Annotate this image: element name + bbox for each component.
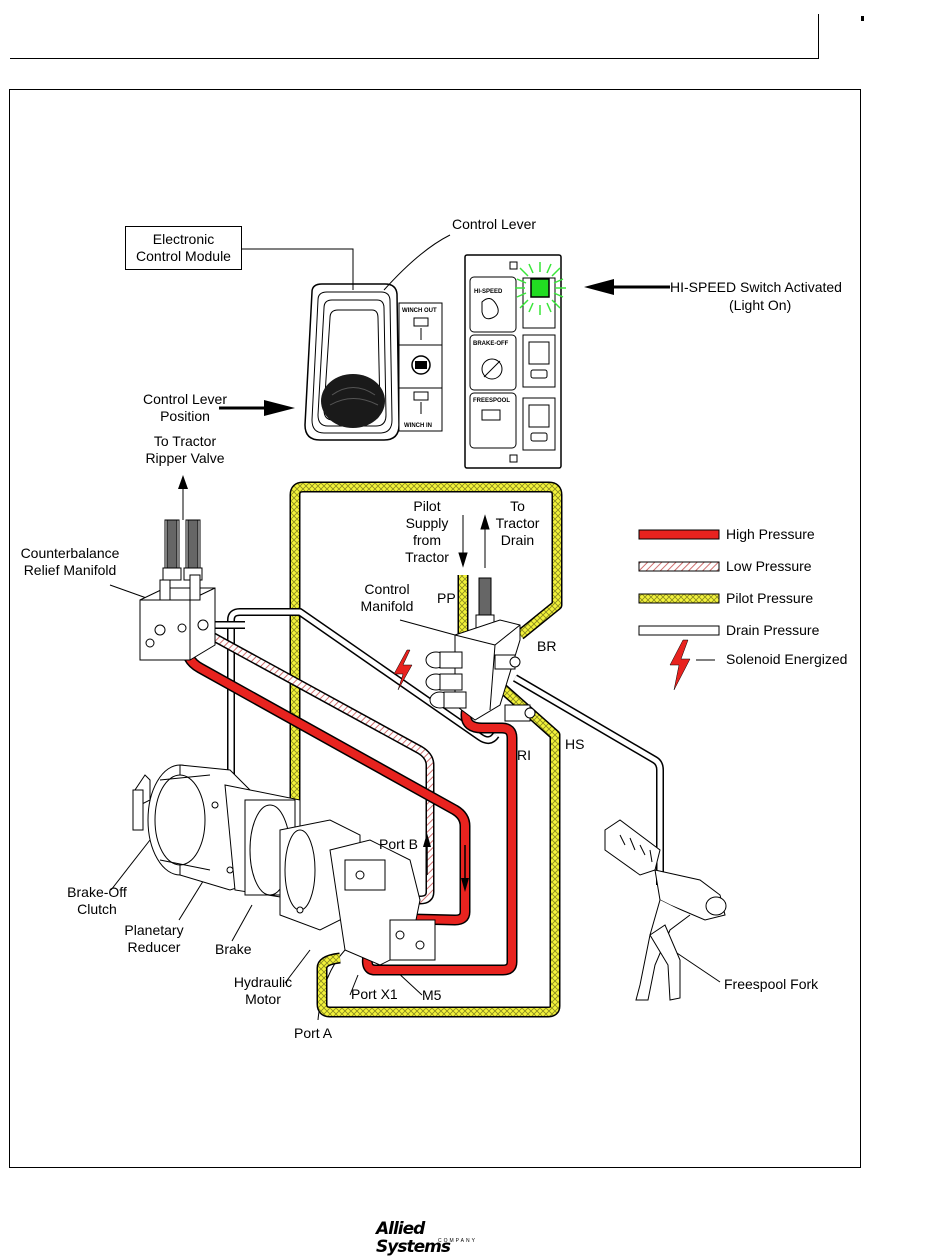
br-label: BR bbox=[537, 638, 557, 654]
lever-position-line1: Control Lever bbox=[142, 391, 228, 407]
ri-label: RI bbox=[517, 747, 531, 763]
port-x1-label: Port X1 bbox=[351, 986, 398, 1002]
pilot-supply-line4: Tractor bbox=[405, 549, 449, 565]
lever-label-panel bbox=[398, 302, 443, 432]
hi-speed-arrow bbox=[584, 279, 614, 295]
winch-assembly bbox=[132, 764, 436, 966]
m5-label: M5 bbox=[422, 987, 442, 1003]
planetary-reducer-line1: Planetary bbox=[124, 922, 184, 938]
counterbalance-label: Counterbalance Relief Manifold bbox=[10, 545, 130, 579]
header-mark bbox=[861, 16, 864, 21]
legend-high-pressure: High Pressure bbox=[726, 526, 815, 542]
planetary-reducer-label: Planetary Reducer bbox=[118, 922, 190, 956]
to-ripper-line1: To Tractor bbox=[153, 433, 217, 449]
ecm-box: Electronic Control Module bbox=[125, 226, 242, 270]
legend-pilot-pressure: Pilot Pressure bbox=[726, 590, 814, 606]
lever-position-label: Control Lever Position bbox=[120, 391, 250, 425]
hi-speed-switch-label: HI-SPEED bbox=[474, 289, 503, 295]
diagram-frame bbox=[9, 89, 861, 1168]
pilot-supply-label: Pilot Supply from Tractor bbox=[397, 498, 457, 566]
legend-low-pressure: Low Pressure bbox=[726, 558, 812, 574]
control-manifold bbox=[425, 577, 536, 722]
solenoid-energized-bolt bbox=[393, 649, 413, 691]
header-rule bbox=[10, 58, 818, 59]
to-drain-line1: To bbox=[510, 498, 525, 514]
drain-pressure-lines bbox=[205, 608, 664, 885]
hi-speed-light-glow bbox=[515, 262, 566, 315]
to-drain-line2: Tractor bbox=[495, 515, 540, 531]
brake-off-clutch-line2: Clutch bbox=[77, 901, 117, 917]
control-manifold-label: Control Manifold bbox=[352, 581, 422, 615]
hs-label: HS bbox=[565, 736, 585, 752]
counterbalance-line1: Counterbalance bbox=[20, 545, 120, 561]
legend-solenoid-energized: Solenoid Energized bbox=[726, 651, 848, 667]
hydraulic-motor-line1: Hydraulic bbox=[233, 974, 293, 990]
brake-off-switch-label: BRAKE-OFF bbox=[473, 341, 509, 347]
lever-knob bbox=[321, 374, 385, 428]
brake-label: Brake bbox=[215, 941, 252, 957]
hi-speed-activated-label-2: (Light On) bbox=[729, 297, 792, 313]
flow-arrows bbox=[423, 833, 469, 892]
freespool-fork-label: Freespool Fork bbox=[724, 976, 819, 992]
to-drain-line3: Drain bbox=[500, 532, 535, 548]
ecm-label-line1: Electronic bbox=[152, 231, 215, 247]
hi-speed-light bbox=[530, 278, 550, 298]
counterbalance-line2: Relief Manifold bbox=[23, 562, 117, 578]
ripper-arrow bbox=[178, 475, 188, 489]
counterbalance-manifold bbox=[139, 519, 216, 661]
lever-position-line2: Position bbox=[160, 408, 210, 424]
pilot-drain-arrows bbox=[458, 514, 490, 568]
winch-out-label: WINCH OUT bbox=[402, 308, 437, 314]
planetary-reducer-line2: Reducer bbox=[127, 939, 181, 955]
lever-position-arrow bbox=[264, 400, 295, 416]
freespool-fork bbox=[604, 819, 727, 1001]
low-pressure-line bbox=[207, 631, 435, 905]
pilot-supply-line1: Pilot bbox=[413, 498, 441, 514]
hydraulic-motor-label: Hydraulic Motor bbox=[226, 974, 300, 1008]
pilot-pressure-lines bbox=[289, 481, 563, 1018]
control-lever-label: Control Lever bbox=[452, 216, 537, 232]
header-divider bbox=[818, 14, 819, 59]
to-ripper-label: To Tractor Ripper Valve bbox=[120, 433, 250, 467]
legend-bolt-icon bbox=[669, 639, 691, 691]
ecm-label-line2: Control Module bbox=[136, 248, 231, 264]
freespool-switch-label: FREESPOOL bbox=[473, 398, 511, 404]
control-manifold-line1: Control bbox=[364, 581, 410, 597]
legend-drain-pressure: Drain Pressure bbox=[726, 622, 820, 638]
to-drain-label: To Tractor Drain bbox=[490, 498, 545, 549]
pp-label: PP bbox=[437, 590, 456, 606]
hydraulic-motor-line2: Motor bbox=[245, 991, 281, 1007]
pilot-supply-line2: Supply bbox=[405, 515, 449, 531]
hi-speed-activated-label-1: HI-SPEED Switch Activated bbox=[670, 279, 842, 295]
pilot-supply-line3: from bbox=[413, 532, 441, 548]
logo-sub: COMPANY bbox=[438, 1238, 477, 1244]
port-a-label: Port A bbox=[294, 1025, 333, 1041]
brake-off-clutch-label: Brake-Off Clutch bbox=[55, 884, 139, 918]
allied-systems-logo: Allied Systems COMPANY bbox=[376, 1220, 490, 1256]
to-ripper-line2: Ripper Valve bbox=[145, 450, 225, 466]
control-lever bbox=[304, 283, 400, 441]
legend-swatches bbox=[638, 529, 720, 636]
winch-in-label: WINCH IN bbox=[404, 423, 432, 429]
control-manifold-line2: Manifold bbox=[360, 598, 414, 614]
brake-off-clutch-line1: Brake-Off bbox=[67, 884, 127, 900]
port-b-label: Port B bbox=[379, 836, 418, 852]
